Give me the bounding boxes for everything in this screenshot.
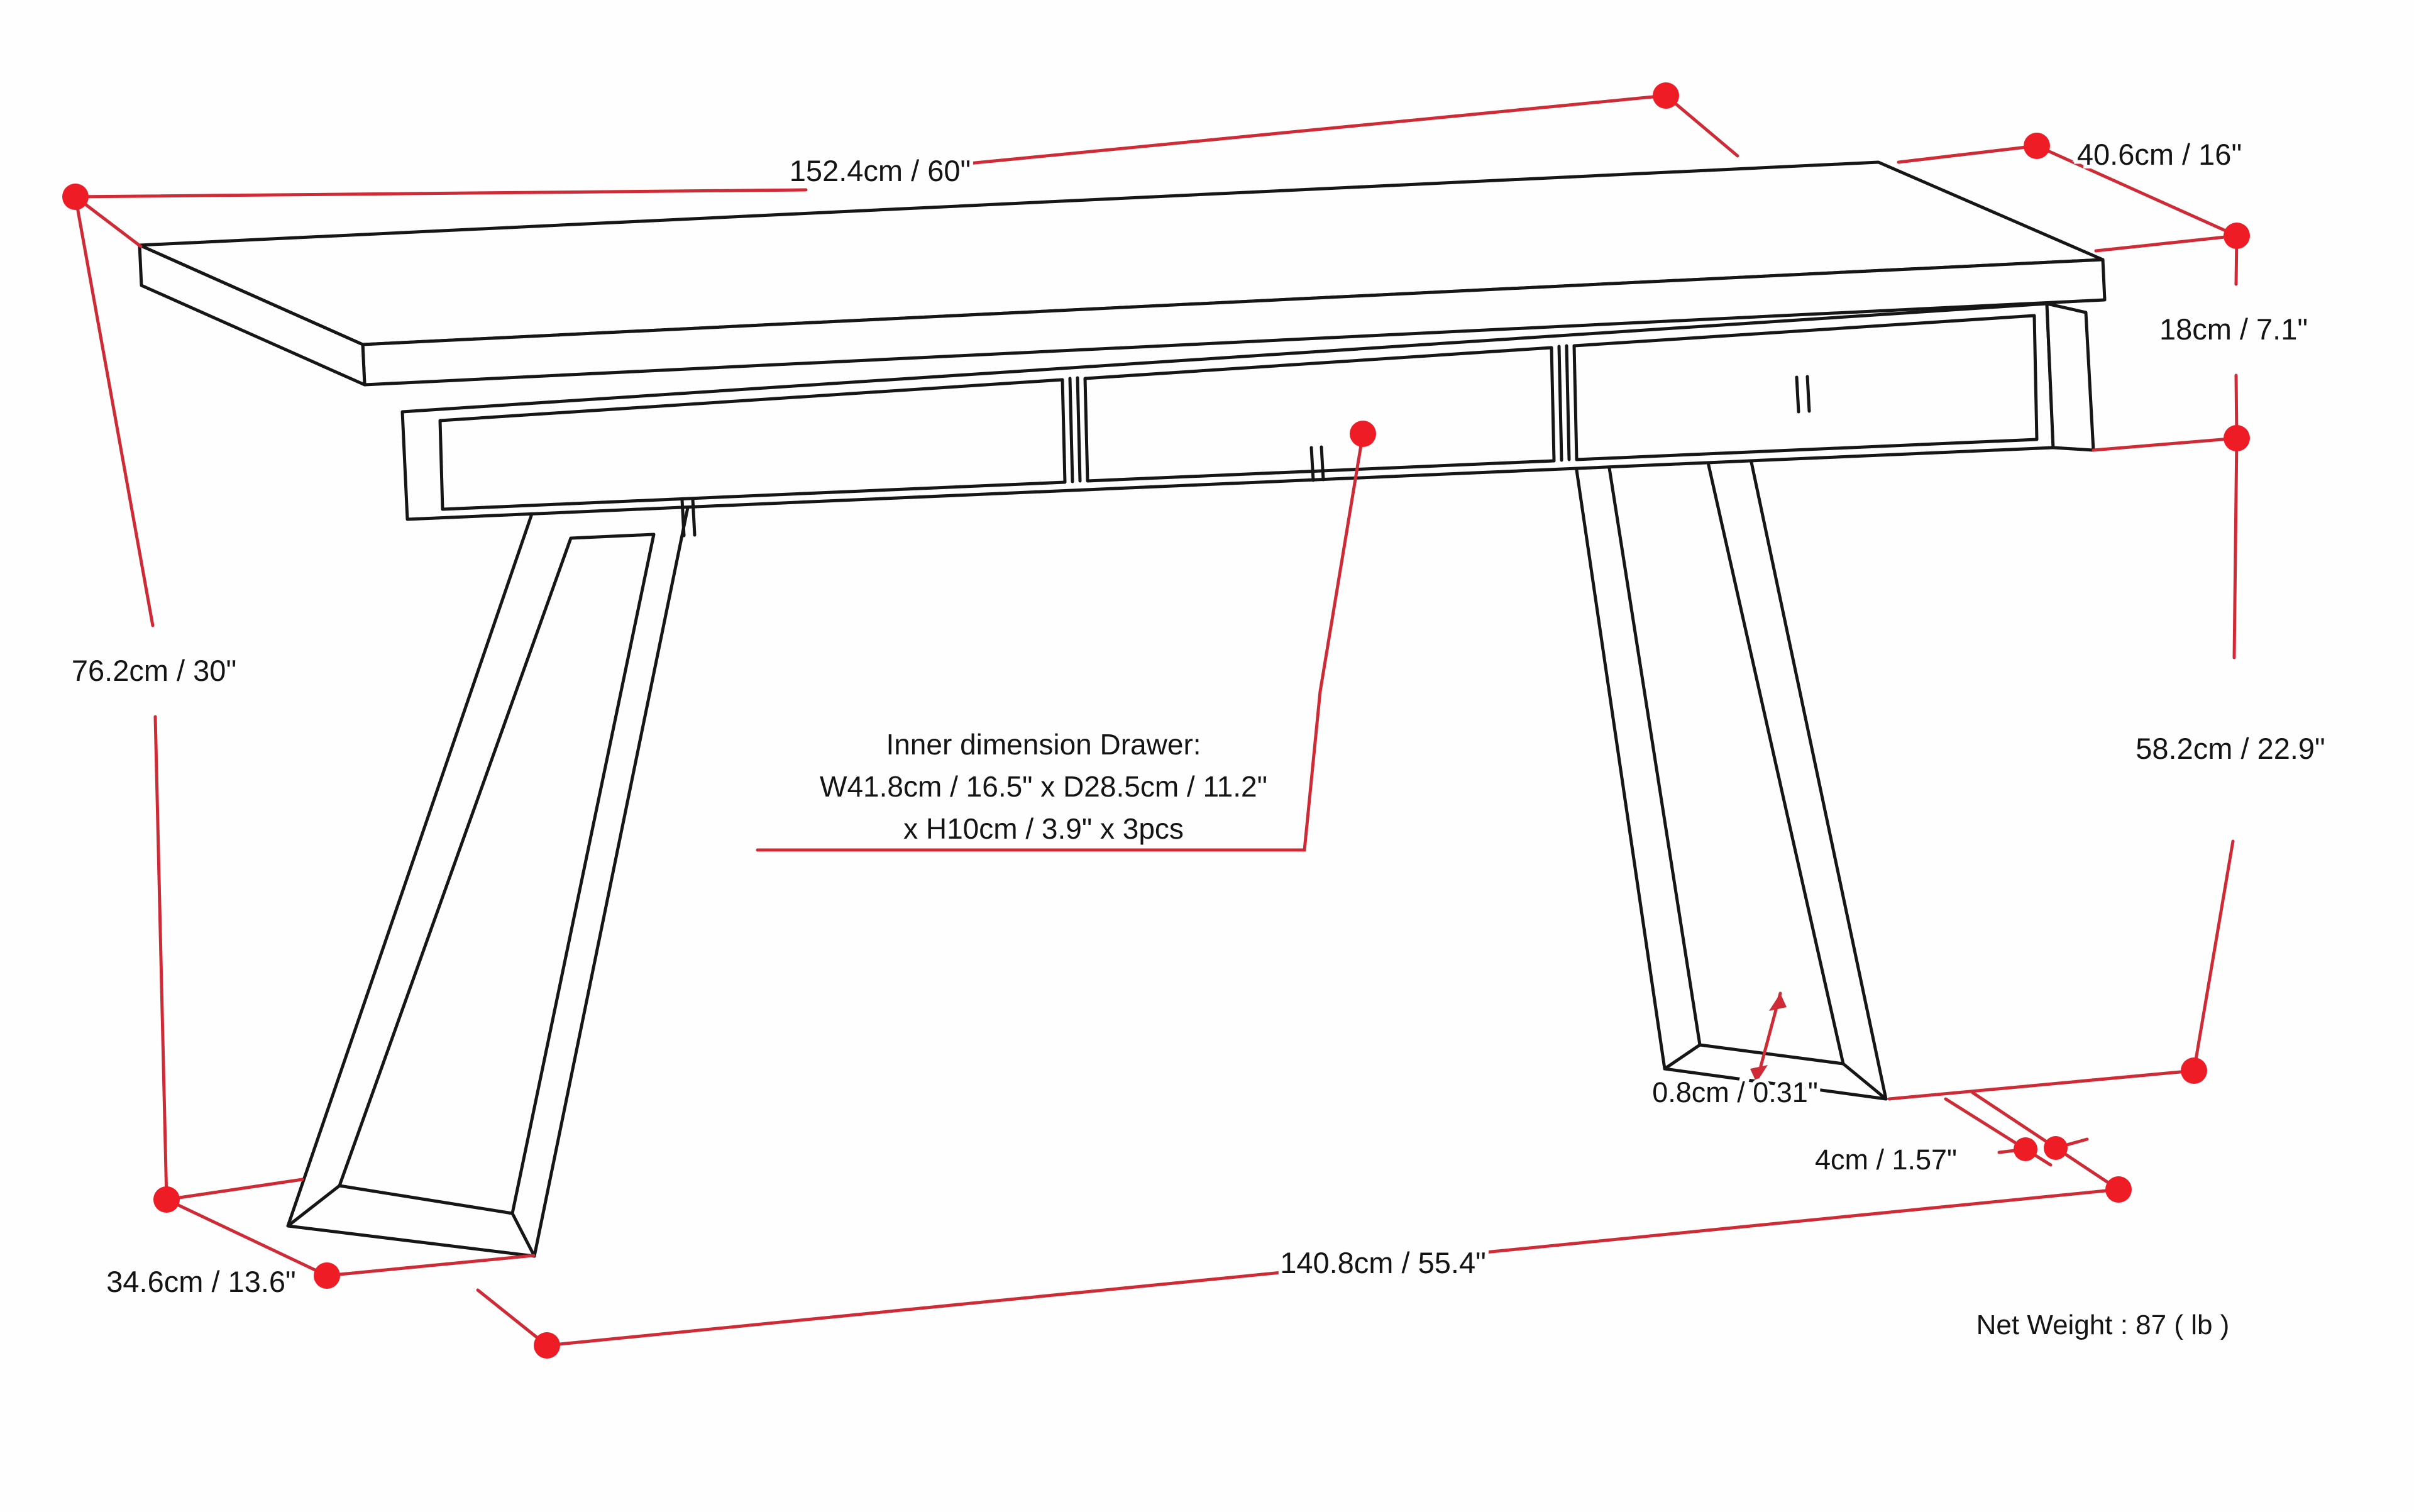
- dot-height-bottom: [153, 1186, 180, 1213]
- dim-leg-height-line-top: [2232, 436, 2239, 659]
- dot-top-right: [1653, 82, 1679, 109]
- apron-height-label: 18cm / 7.1": [2159, 312, 2308, 346]
- dim-leg-height-ext: [1887, 1069, 2196, 1101]
- dimension-labels: 152.4cm / 60" 40.6cm / 16" 18cm / 7.1" 7…: [68, 134, 2329, 1344]
- left-leg: [286, 494, 692, 1258]
- dot-depth-back: [2024, 133, 2050, 159]
- drawer-divider-2a: [1557, 345, 1563, 462]
- drawer-note-line2: W41.8cm / 16.5" x D28.5cm / 11.2": [820, 770, 1267, 803]
- top-left-end-face: [138, 243, 367, 387]
- dim-top-width-line-left: [74, 188, 808, 199]
- dim-thickness-arrow-bottom: [1750, 1065, 1768, 1083]
- dot-apron-bottom: [2224, 425, 2250, 451]
- drawer-divider-1a: [1068, 377, 1074, 483]
- dim-foot-length-ext-top: [165, 1178, 304, 1201]
- drawer-note: Inner dimension Drawer: W41.8cm / 16.5" …: [816, 724, 1271, 849]
- foot-depth-label: 4cm / 1.57": [1815, 1144, 1957, 1176]
- left-foot-miter-front: [286, 1184, 341, 1228]
- left-leg-inner: [338, 533, 656, 1215]
- dot-leg-bottom: [2181, 1057, 2207, 1084]
- desk-drawing: [138, 160, 2107, 1258]
- dot-top-left: [62, 184, 89, 210]
- overall-height-label: 76.2cm / 30": [72, 654, 236, 687]
- center-bracket: [1309, 445, 1325, 482]
- dim-foot-length-line: [165, 1198, 329, 1277]
- dim-apron-ext: [2092, 436, 2239, 452]
- dot-drawer-front: [1350, 421, 1376, 447]
- drawer-note-leader: [756, 432, 1365, 852]
- left-leg-outer: [286, 494, 692, 1258]
- leg-thickness-label: 0.8cm / 0.31": [1652, 1076, 1818, 1108]
- floor-width-label: 140.8cm / 55.4": [1280, 1246, 1486, 1279]
- dim-depth-ext-front: [2094, 234, 2239, 253]
- drawer-front-3: [1572, 314, 2039, 461]
- dot-floor-right: [2105, 1176, 2132, 1203]
- drawer-note-line1: Inner dimension Drawer:: [886, 728, 1201, 761]
- dimension-dots: [62, 82, 2250, 1359]
- dim-depth-line: [2035, 144, 2239, 238]
- dim-foot-length-ext-bottom: [325, 1254, 536, 1277]
- drawer-box: [400, 302, 2095, 538]
- right-leg: [1562, 374, 1888, 1101]
- dim-thickness-arrow-top: [1769, 993, 1787, 1011]
- top-depth-label: 40.6cm / 16": [2077, 138, 2242, 171]
- drawer-divider-1b: [1076, 376, 1082, 483]
- dim-floor-width-line-right: [1470, 1188, 2120, 1255]
- dim-top-width-ext-left: [74, 195, 143, 248]
- top-width-label: 152.4cm / 60": [790, 154, 971, 187]
- dot-foot-depth-2: [2044, 1136, 2068, 1160]
- net-weight-label: Net Weight : 87 ( lb ): [1976, 1310, 2230, 1340]
- dim-foot-depth-diag-2: [1971, 1091, 2120, 1191]
- right-leg-bracket: [1795, 375, 1811, 414]
- right-foot-miter-rear: [1841, 1062, 1888, 1101]
- drawer-divider-2b: [1565, 344, 1571, 461]
- dim-floor-width-line-left: [545, 1269, 1296, 1347]
- dim-top-width-line-right: [954, 94, 1668, 167]
- box-right-end-face: [2045, 302, 2095, 452]
- dim-depth-ext-back: [1897, 144, 2039, 164]
- dot-foot-length-bottom: [314, 1262, 340, 1289]
- dim-height-line-bottom: [153, 715, 168, 1201]
- dim-height-line-top: [74, 195, 155, 627]
- leg-height-label: 58.2cm / 22.9": [2136, 732, 2325, 765]
- dim-floor-width-ext-left: [476, 1288, 549, 1347]
- drawer-front-2: [1083, 346, 1556, 483]
- dim-leg-height-line-bottom: [2192, 839, 2235, 1073]
- right-foot-miter-front: [1663, 1043, 1702, 1071]
- drawer-front-1: [438, 378, 1067, 511]
- foot-length-label: 34.6cm / 13.6": [106, 1265, 295, 1298]
- left-leg-bracket: [680, 497, 697, 538]
- dim-top-width-ext-right: [1664, 94, 1739, 158]
- table-top: [138, 160, 2107, 387]
- dot-depth-front: [2224, 223, 2250, 249]
- right-leg-inner: [1600, 413, 1845, 1066]
- left-foot-miter-rear: [510, 1211, 536, 1258]
- dot-foot-depth-1: [2014, 1137, 2037, 1161]
- drawer-note-line3: x H10cm / 3.9" x 3pcs: [903, 812, 1184, 845]
- dimension-overlay: [62, 82, 2250, 1359]
- dot-floor-left: [534, 1332, 560, 1359]
